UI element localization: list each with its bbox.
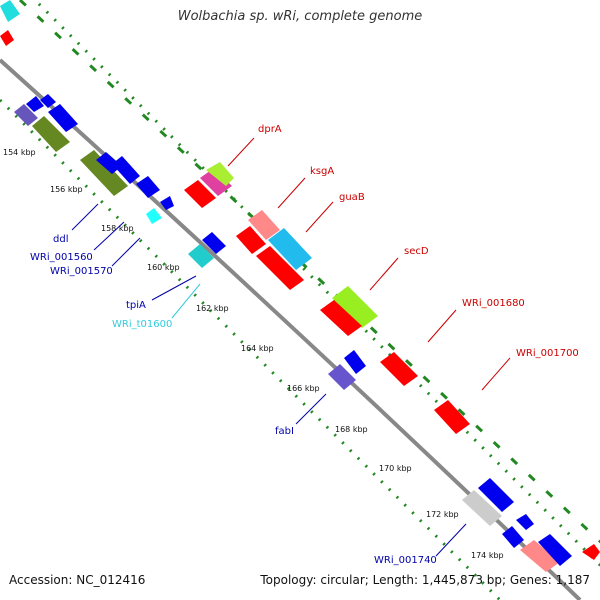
- label-WRi_001560: WRi_001560: [30, 252, 93, 263]
- label-WRi_001680: WRi_001680: [462, 298, 525, 309]
- tick-label: 162 kbp: [196, 304, 229, 313]
- gene-WRi_001700: [434, 400, 470, 434]
- genome-backbone: [0, 58, 582, 600]
- gene-dprA-top: [206, 162, 234, 186]
- label-WRi_001570: WRi_001570: [50, 266, 113, 277]
- reverse-labels: ddl WRi_001560 WRi_001570 tpiA WRi_t0160…: [30, 203, 467, 566]
- label-secD: secD: [404, 246, 429, 257]
- gene-guaB: [268, 228, 312, 270]
- tick-label: 156 kbp: [50, 185, 83, 194]
- tick-label: 172 kbp: [426, 510, 459, 519]
- gene-WRi_001680: [380, 352, 418, 386]
- gene-reverse-4: [48, 104, 78, 132]
- gene-secD: [332, 286, 378, 328]
- topology-text: Topology: circular; Length: 1,445,873 bp…: [260, 573, 590, 587]
- page-title: Wolbachia sp. wRi, complete genome: [177, 9, 423, 24]
- gene-fabI-purple: [328, 364, 356, 390]
- gene-forward-6: [582, 544, 600, 560]
- tick-label: 168 kbp: [335, 425, 368, 434]
- tick-label: 164 kbp: [241, 344, 274, 353]
- tick-label: 154 kbp: [3, 148, 36, 157]
- gene-WRi_t01600: [188, 244, 214, 268]
- tick-label: 170 kbp: [379, 464, 412, 473]
- tick-label: 166 kbp: [287, 384, 320, 393]
- gene-reverse-5: [32, 116, 70, 152]
- gene-reverse-grey: [462, 490, 502, 526]
- label-tpiA: tpiA: [126, 300, 146, 311]
- label-ddl: ddl: [53, 234, 68, 245]
- gene-forward-2: [236, 226, 266, 254]
- gene-reverse-3: [14, 104, 38, 126]
- label-dprA: dprA: [258, 124, 282, 135]
- tick-label: 174 kbp: [471, 551, 504, 560]
- gene-tpiA: [202, 232, 226, 254]
- gene-reverse-10: [538, 534, 572, 566]
- gene-forward-4: [320, 300, 362, 336]
- accession-text: Accession: NC_012416: [9, 573, 146, 587]
- forward-genes: [0, 30, 600, 572]
- gene-cyan-small: [146, 208, 162, 224]
- gene-reverse-8: [478, 478, 514, 512]
- gene-reverse-6: [96, 152, 122, 174]
- gene-top-cyan: [0, 0, 20, 22]
- gene-forward-1: [184, 180, 216, 208]
- gene-WRi_001740: [502, 526, 524, 548]
- gene-WRi_001570: [160, 196, 174, 210]
- gene-WRi_001560: [136, 176, 160, 198]
- gene-fabI: [344, 350, 366, 374]
- gene-reverse-2: [40, 94, 56, 108]
- reverse-genes: [0, 0, 572, 566]
- tick-labels: 154 kbp 156 kbp 158 kbp 160 kbp 162 kbp …: [3, 148, 504, 560]
- gene-reverse-7: [112, 156, 140, 184]
- tick-label: 160 kbp: [147, 263, 180, 272]
- label-ksgA: ksgA: [310, 166, 334, 177]
- label-fabI: fabI: [275, 426, 294, 437]
- gene-dprA-arrow: [200, 168, 232, 196]
- label-guaB: guaB: [339, 192, 365, 203]
- gene-forward-3: [256, 246, 304, 290]
- gene-reverse-9: [516, 514, 534, 530]
- label-WRi_001700: WRi_001700: [516, 348, 579, 359]
- forward-labels: dprA ksgA guaB secD WRi_001680 WRi_00170…: [227, 124, 579, 391]
- gene-ddl: [80, 150, 128, 196]
- label-WRi_t01600: WRi_t01600: [112, 319, 172, 330]
- label-WRi_001740: WRi_001740: [374, 555, 437, 566]
- gene-forward-top-left: [0, 30, 14, 46]
- gene-reverse-1: [26, 96, 44, 112]
- gene-ksgA: [248, 210, 280, 240]
- gene-forward-5: [520, 540, 560, 572]
